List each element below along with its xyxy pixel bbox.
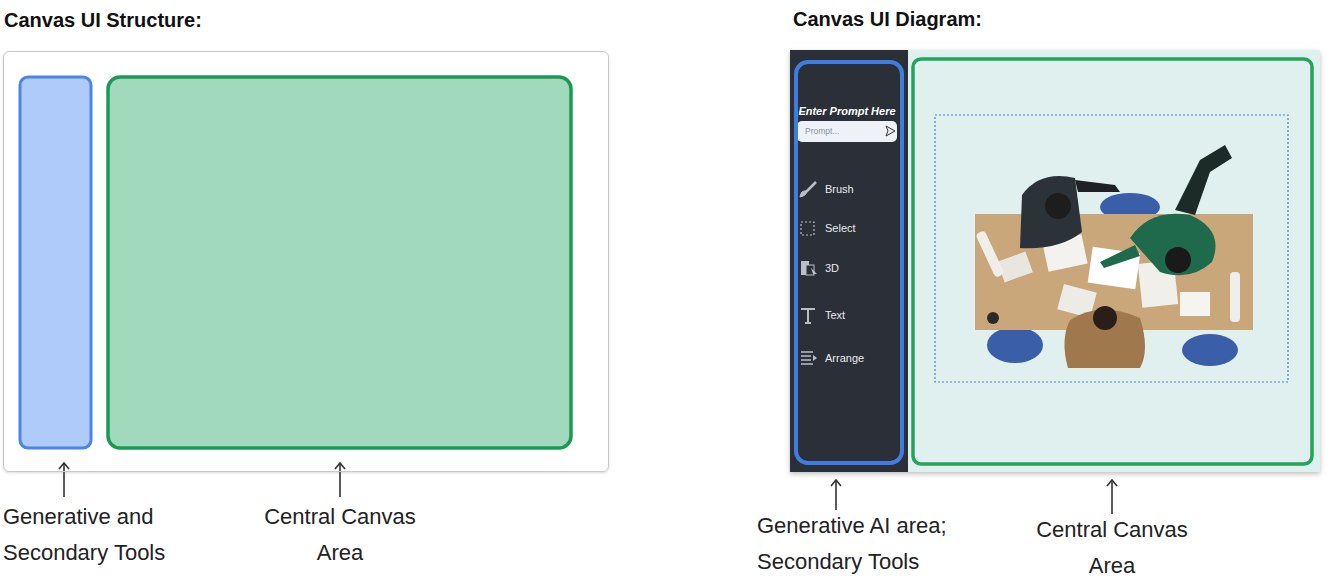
structure-boxes [20,77,571,448]
part-label: Generative AI area; Secondary Tools [757,508,997,580]
prompt-input: Prompt... [797,121,897,142]
diagram-panel [790,50,1320,472]
tool-label: Text [825,308,845,322]
tool-icons [800,182,817,364]
panel-heading: Canvas UI Diagram: [793,7,982,31]
tool-label: Brush [825,182,854,196]
tool-label: 3D [825,261,839,275]
generative-sidebar: Enter Prompt HereBrushSelect 3D TextArrang… [794,60,904,465]
part-label: Central Canvas Area [260,499,420,571]
meeting-illustration [975,145,1253,368]
part-label: Generative and Secondary Tools [3,499,203,571]
part-label: Central Canvas Area [1032,512,1192,584]
structure-panel: Canvas UI Structure: [3,51,609,472]
diagram-panel: Canvas UI Diagram:Enter Prompt HereBrush… [790,50,1320,472]
panel-heading: Canvas UI Structure: [4,8,202,32]
tool-label: Arrange [825,351,864,365]
tool-label: Select [825,221,856,235]
prompt-heading: Enter Prompt Here [798,104,896,118]
prompt-placeholder: Prompt... [805,121,839,142]
